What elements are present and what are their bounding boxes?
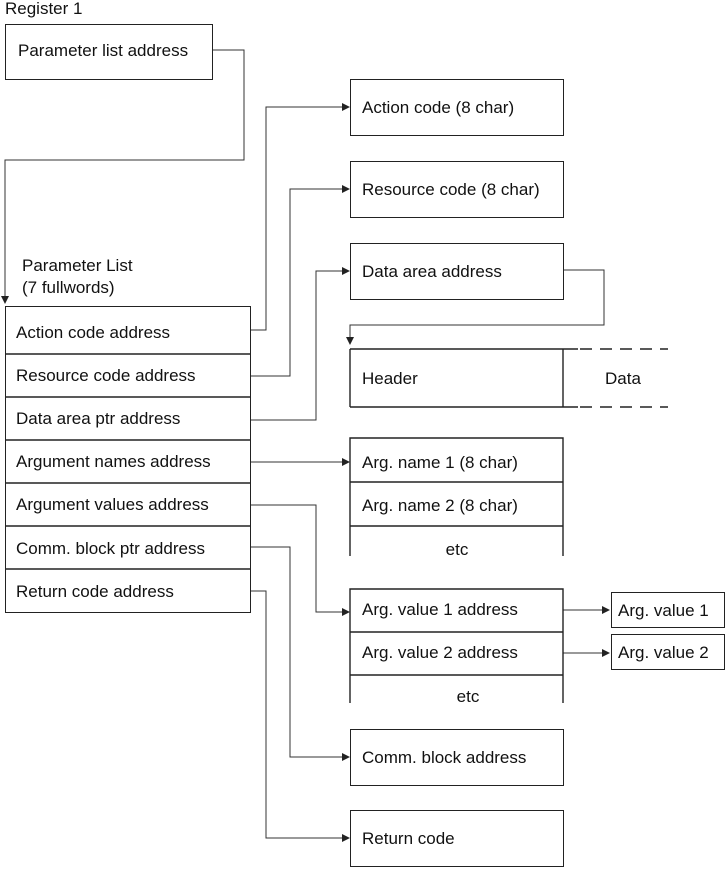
resource-code-box bbox=[350, 161, 564, 218]
register-cell-label: Parameter list address bbox=[18, 41, 189, 60]
arrow-comm-block bbox=[250, 546, 350, 761]
return-code-label: Return code bbox=[362, 829, 455, 848]
param-row-argument-names: Argument names address bbox=[16, 452, 211, 471]
data-label: Data bbox=[605, 369, 641, 388]
param-row-data-area-ptr: Data area ptr address bbox=[16, 409, 181, 428]
param-list-table bbox=[5, 306, 251, 613]
action-code-label: Action code (8 char) bbox=[362, 98, 515, 117]
arrow-resource-code bbox=[250, 185, 350, 377]
param-row-action-code: Action code address bbox=[16, 323, 171, 342]
arrow-register-to-param-list bbox=[1, 49, 245, 304]
arg-value-2: Arg. value 2 bbox=[618, 643, 709, 662]
arg-value-1-address: Arg. value 1 address bbox=[362, 600, 518, 619]
arrow-argument-values bbox=[250, 504, 350, 616]
arg-values-etc: etc bbox=[456, 687, 480, 706]
register-cell bbox=[5, 24, 213, 80]
param-row-argument-values: Argument values address bbox=[16, 495, 209, 514]
param-row-return-code: Return code address bbox=[16, 582, 174, 601]
arrow-data-area-ptr bbox=[250, 267, 350, 421]
param-row-comm-block-ptr: Comm. block ptr address bbox=[16, 539, 205, 558]
param-row-resource-code: Resource code address bbox=[16, 366, 196, 385]
arg-name-2: Arg. name 2 (8 char) bbox=[362, 496, 518, 515]
arrow-action-code bbox=[250, 103, 350, 331]
arg-names-etc: etc bbox=[445, 540, 469, 559]
header-label: Header bbox=[362, 369, 418, 388]
data-area-address-box bbox=[350, 243, 564, 300]
action-code-box bbox=[350, 79, 564, 136]
return-code-box bbox=[350, 810, 564, 867]
param-list-title: Parameter List bbox=[22, 256, 133, 275]
arrow-data-area-to-header bbox=[346, 269, 605, 345]
param-list-subtitle: (7 fullwords) bbox=[22, 278, 115, 297]
comm-block-box bbox=[350, 729, 564, 786]
comm-block-label: Comm. block address bbox=[362, 748, 527, 767]
register-label: Register 1 bbox=[5, 0, 83, 18]
data-area-address-label: Data area address bbox=[362, 262, 502, 281]
arg-value-1: Arg. value 1 bbox=[618, 601, 709, 620]
arrow-return-code bbox=[250, 590, 350, 842]
arg-value-2-address: Arg. value 2 address bbox=[362, 643, 518, 662]
resource-code-label: Resource code (8 char) bbox=[362, 180, 540, 199]
arg-name-1: Arg. name 1 (8 char) bbox=[362, 453, 518, 472]
